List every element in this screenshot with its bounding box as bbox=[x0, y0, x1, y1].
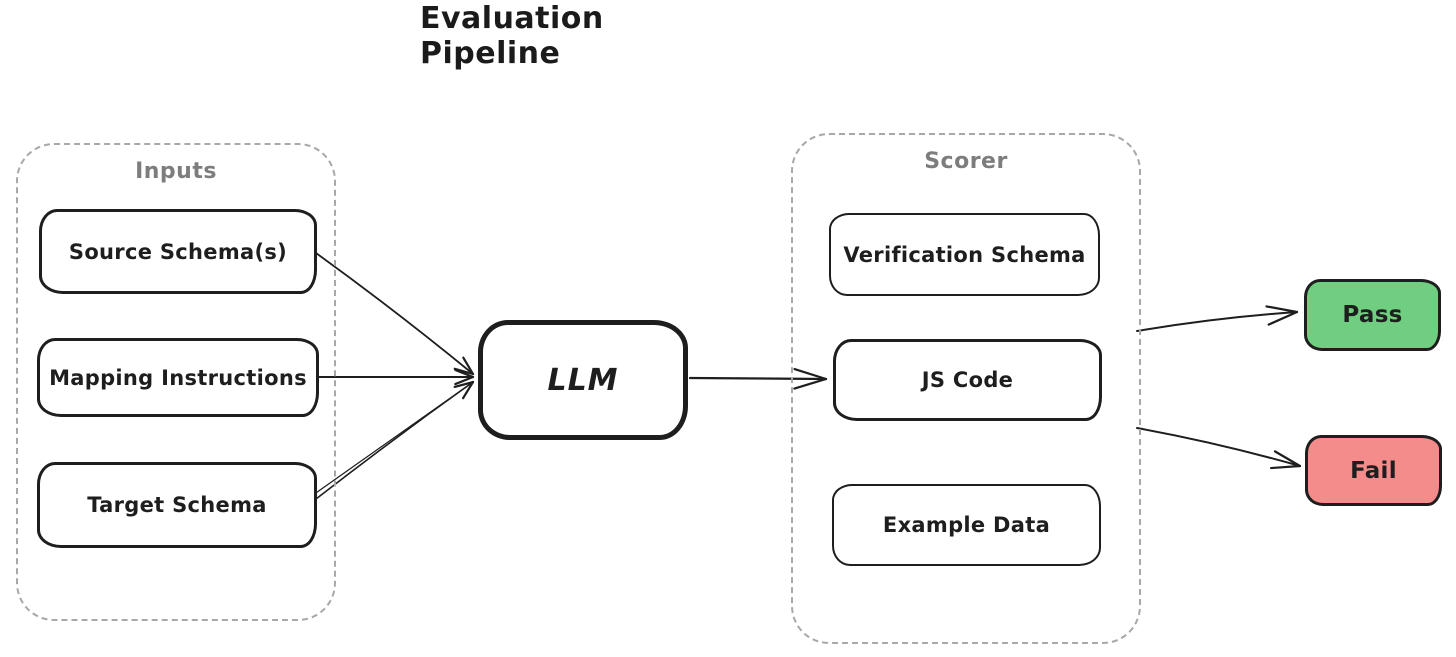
node-target-schema: Target Schema bbox=[37, 462, 317, 548]
edge-llm-to-js-code bbox=[688, 376, 828, 381]
node-verification-schema: Verification Schema bbox=[829, 213, 1100, 296]
edge-source-schema-to-llm-head-1 bbox=[453, 367, 475, 376]
edge-scorer-to-pass-head-1 bbox=[1267, 310, 1299, 326]
edge-target-schema-to-llm-doublestroke bbox=[312, 381, 474, 496]
node-example-data: Example Data bbox=[832, 484, 1101, 566]
edge-source-schema-to-llm bbox=[315, 252, 474, 375]
edge-scorer-to-fail-head-1 bbox=[1269, 464, 1302, 470]
edge-scorer-to-pass-head-0 bbox=[1265, 305, 1299, 314]
node-fail: Fail bbox=[1305, 435, 1442, 506]
edge-mapping-instructions-to-llm-head-1 bbox=[454, 375, 475, 386]
edge-scorer-to-fail bbox=[1136, 427, 1301, 467]
edge-llm-to-js-code-head-0 bbox=[793, 367, 828, 381]
edge-scorer-to-fail-head-0 bbox=[1273, 450, 1302, 468]
node-source-schema: Source Schema(s) bbox=[39, 209, 317, 294]
inputs-group: Inputs Source Schema(s) Mapping Instruct… bbox=[16, 143, 336, 621]
node-pass: Pass bbox=[1304, 279, 1441, 351]
edge-llm-to-js-code-head-1 bbox=[793, 377, 828, 390]
node-js-code: JS Code bbox=[833, 339, 1102, 421]
edge-target-schema-to-llm bbox=[315, 381, 474, 500]
node-llm: LLM bbox=[478, 320, 688, 440]
edge-target-schema-to-llm-head-0 bbox=[453, 380, 475, 388]
scorer-group: Scorer Verification Schema JS Code Examp… bbox=[791, 133, 1141, 644]
diagram-title: Evaluation Pipeline bbox=[420, 1, 604, 71]
edge-mapping-instructions-to-llm-head-0 bbox=[454, 368, 475, 379]
node-mapping-instructions: Mapping Instructions bbox=[37, 338, 319, 417]
edge-source-schema-to-llm-head-0 bbox=[462, 356, 475, 376]
inputs-group-label: Inputs bbox=[135, 159, 217, 184]
edge-scorer-to-pass bbox=[1136, 311, 1298, 332]
edge-target-schema-to-llm-head-1 bbox=[461, 380, 475, 400]
scorer-group-label: Scorer bbox=[924, 149, 1008, 174]
